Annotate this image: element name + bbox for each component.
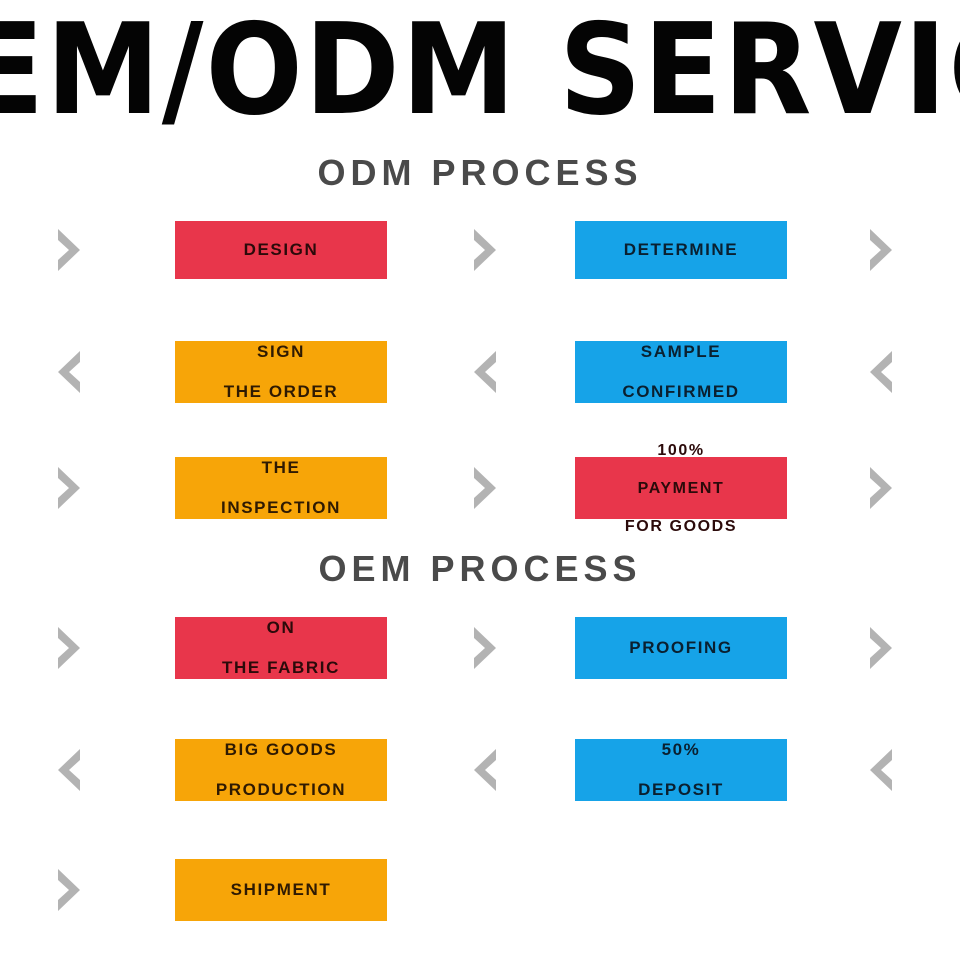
chevron-left-icon	[468, 747, 502, 793]
process-box-lines: THE INSPECTION	[181, 458, 381, 518]
process-box-the-inspection[interactable]: THE INSPECTION	[175, 457, 387, 519]
process-row-oem-2: BIG GOODS PRODUCTION 50% DEPOSIT	[0, 722, 960, 818]
process-box-line: DESIGN	[243, 240, 319, 259]
chevron-right-icon	[52, 465, 86, 511]
process-box-proofing[interactable]: PROOFING	[575, 617, 787, 679]
process-box-line: SAMPLE	[640, 342, 722, 361]
process-box-line: PROOFING	[629, 638, 733, 657]
process-box-line: FOR GOODS	[624, 517, 738, 535]
process-box-line: PAYMENT	[637, 479, 725, 497]
process-row-odm-1: DESIGN DETERMINE	[0, 202, 960, 298]
process-box-line: CONFIRMED	[622, 382, 740, 401]
process-box-shipment[interactable]: SHIPMENT	[175, 859, 387, 921]
chevron-left-icon	[864, 747, 898, 793]
banner-title-text: EM/ODM SERVIC	[0, 0, 960, 140]
process-box-lines: BIG GOODS PRODUCTION	[181, 740, 381, 800]
section-heading-odm: ODM PROCESS	[317, 152, 643, 193]
chevron-right-icon	[864, 227, 898, 273]
banner-title: EM/ODM SERVIC	[0, 0, 960, 140]
process-box-100-payment-for-goods[interactable]: 100% PAYMENT FOR GOODS	[575, 442, 787, 535]
process-box-line: THE ORDER	[223, 382, 339, 401]
chevron-left-icon	[52, 747, 86, 793]
process-box-line: DEPOSIT	[638, 780, 724, 799]
process-box-line: INSPECTION	[221, 498, 341, 517]
process-box-lines: SIGN THE ORDER	[181, 342, 381, 402]
process-box-lines: 100% PAYMENT FOR GOODS	[581, 441, 781, 536]
chevron-right-icon	[468, 227, 502, 273]
section-heading-oem: OEM PROCESS	[318, 548, 642, 589]
process-box-sign-the-order[interactable]: SIGN THE ORDER	[175, 341, 387, 403]
process-row-oem-3: SHIPMENT	[0, 842, 960, 938]
process-box-line: 100%	[657, 441, 705, 459]
chevron-left-icon	[468, 349, 502, 395]
process-box-line: SIGN	[257, 342, 305, 361]
process-box-lines: SAMPLE CONFIRMED	[581, 342, 781, 402]
process-box-lines: ON THE FABRIC	[181, 618, 381, 678]
process-box-line: ON	[266, 618, 296, 637]
process-box-line: DETERMINE	[623, 240, 739, 259]
process-box-line: PRODUCTION	[215, 780, 347, 799]
process-box-line: THE FABRIC	[222, 658, 340, 677]
process-row-odm-3: THE INSPECTION 100% PAYMENT FOR GOODS	[0, 440, 960, 536]
process-row-oem-1: ON THE FABRIC PROOFING	[0, 600, 960, 696]
process-row-odm-2: SIGN THE ORDER SAMPLE CONFIRMED	[0, 324, 960, 420]
process-box-line: BIG GOODS	[224, 740, 338, 759]
chevron-left-icon	[864, 349, 898, 395]
process-box-line: THE	[261, 458, 301, 477]
chevron-right-icon	[864, 465, 898, 511]
process-box-big-goods-production[interactable]: BIG GOODS PRODUCTION	[175, 739, 387, 801]
chevron-right-icon	[468, 465, 502, 511]
chevron-right-icon	[52, 867, 86, 913]
chevron-left-icon	[52, 349, 86, 395]
process-box-line: SHIPMENT	[230, 880, 332, 899]
process-box-design-renderings[interactable]: DESIGN	[175, 221, 387, 279]
chevron-right-icon	[864, 625, 898, 671]
chevron-right-icon	[52, 227, 86, 273]
process-box-on-the-fabric[interactable]: ON THE FABRIC	[175, 617, 387, 679]
process-box-50-deposit[interactable]: 50% DEPOSIT	[575, 739, 787, 801]
chevron-right-icon	[52, 625, 86, 671]
chevron-right-icon	[468, 625, 502, 671]
process-box-lines: 50% DEPOSIT	[581, 740, 781, 800]
process-box-line: 50%	[661, 740, 701, 759]
process-box-sample-confirmed[interactable]: SAMPLE CONFIRMED	[575, 341, 787, 403]
process-box-determine[interactable]: DETERMINE	[575, 221, 787, 279]
